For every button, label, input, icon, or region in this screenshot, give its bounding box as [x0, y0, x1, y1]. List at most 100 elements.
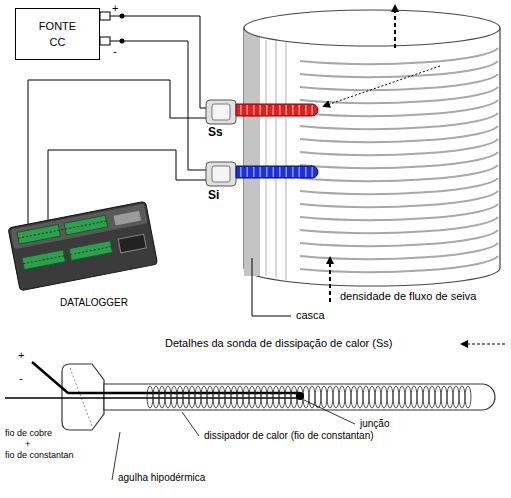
- coil-loop: [195, 386, 201, 408]
- wire: [122, 41, 206, 170]
- coil-loop: [267, 386, 273, 408]
- xylem-line: [275, 40, 277, 278]
- junction-dot: [296, 392, 304, 400]
- growth-ring: [300, 74, 498, 90]
- leader-line: [252, 258, 291, 316]
- power-supply-box: FONTE CC: [15, 8, 100, 60]
- coil-loop: [159, 386, 165, 408]
- coil-loop: [393, 386, 399, 408]
- growth-ring: [300, 100, 498, 116]
- hub-detail: [70, 368, 92, 426]
- flow-arrow: [394, 6, 396, 48]
- growth-ring: [300, 230, 498, 246]
- coil-loop: [321, 386, 327, 408]
- coil-loop: [147, 386, 153, 408]
- coil-loop: [327, 386, 333, 408]
- heater-coil: [147, 386, 471, 408]
- coil-loop: [171, 386, 177, 408]
- coil-loop: [459, 386, 465, 408]
- probe-connector: [206, 100, 236, 124]
- wire: [122, 16, 206, 108]
- xylem-line: [285, 40, 287, 280]
- detail-pointer: [462, 343, 505, 344]
- coil-loop: [165, 386, 171, 408]
- leader-line: [304, 400, 355, 424]
- terminal-sign: -: [113, 45, 117, 58]
- probe-connector: [212, 104, 230, 120]
- part-label: fio de constantan: [5, 450, 74, 460]
- probe-connector: [206, 162, 236, 186]
- heated-probe: [236, 104, 318, 116]
- growth-ring: [300, 139, 498, 155]
- part-label: dissipador de calor (fio de constantan): [204, 430, 374, 442]
- coil-loop: [285, 386, 291, 408]
- growth-ring: [300, 204, 498, 220]
- growth-ring: [300, 87, 498, 103]
- coil-loop: [423, 386, 429, 408]
- trunk: [244, 28, 500, 286]
- part-label: +: [25, 439, 30, 449]
- coil-loop: [405, 386, 411, 408]
- coil-loop: [279, 386, 285, 408]
- coil-loop: [153, 386, 159, 408]
- wire: [28, 80, 206, 224]
- coil-loop: [189, 386, 195, 408]
- coil-loop: [387, 386, 393, 408]
- coil-loop: [351, 386, 357, 408]
- coil-loop: [243, 386, 249, 408]
- detail-pointer: [324, 66, 440, 106]
- flow-arrow: [329, 258, 331, 302]
- coil-loop: [237, 386, 243, 408]
- part-label: fio de cobre: [5, 428, 52, 438]
- growth-ring: [300, 243, 498, 259]
- coil-loop: [417, 386, 423, 408]
- coil-loop: [429, 386, 435, 408]
- trunk-top: [244, 10, 500, 46]
- flow-label: densidade de fluxo de seiva: [340, 290, 476, 303]
- terminal: [100, 37, 110, 45]
- coil-loop: [231, 386, 237, 408]
- coil-loop: [297, 386, 303, 408]
- growth-ring: [300, 191, 498, 207]
- probe-label: Si: [208, 189, 219, 203]
- coil-loop: [249, 386, 255, 408]
- coil-loop: [177, 386, 183, 408]
- part-label: junção: [360, 418, 389, 430]
- growth-ring: [300, 165, 498, 181]
- bark: [244, 28, 260, 276]
- datalogger-device: [8, 201, 158, 291]
- coil-loop: [183, 386, 189, 408]
- coil-loop: [363, 386, 369, 408]
- hypodermic-needle: [104, 384, 495, 410]
- coil-loop: [411, 386, 417, 408]
- growth-ring: [300, 126, 498, 142]
- coil-loop: [213, 386, 219, 408]
- coil-loop: [369, 386, 375, 408]
- coil-loop: [339, 386, 345, 408]
- coil-loop: [453, 386, 459, 408]
- terminal-sign: +: [18, 349, 24, 362]
- coil-loop: [441, 386, 447, 408]
- xylem-line: [265, 40, 267, 276]
- part-label: agulha hipodérmica: [118, 472, 205, 484]
- coil-loop: [381, 386, 387, 408]
- coil-loop: [345, 386, 351, 408]
- probe-label: Ss: [208, 126, 223, 140]
- probe-coil: [240, 167, 314, 177]
- coil-loop: [333, 386, 339, 408]
- coil-loop: [273, 386, 279, 408]
- coil-loop: [399, 386, 405, 408]
- terminal-sign: -: [19, 372, 23, 385]
- growth-ring: [300, 178, 498, 194]
- leader-line: [182, 412, 199, 436]
- coil-loop: [375, 386, 381, 408]
- growth-ring: [300, 113, 498, 129]
- coil-loop: [207, 386, 213, 408]
- terminal: [100, 12, 110, 20]
- coil-loop: [357, 386, 363, 408]
- coil-loop: [435, 386, 441, 408]
- coil-loop: [291, 386, 297, 408]
- coil-loop: [315, 386, 321, 408]
